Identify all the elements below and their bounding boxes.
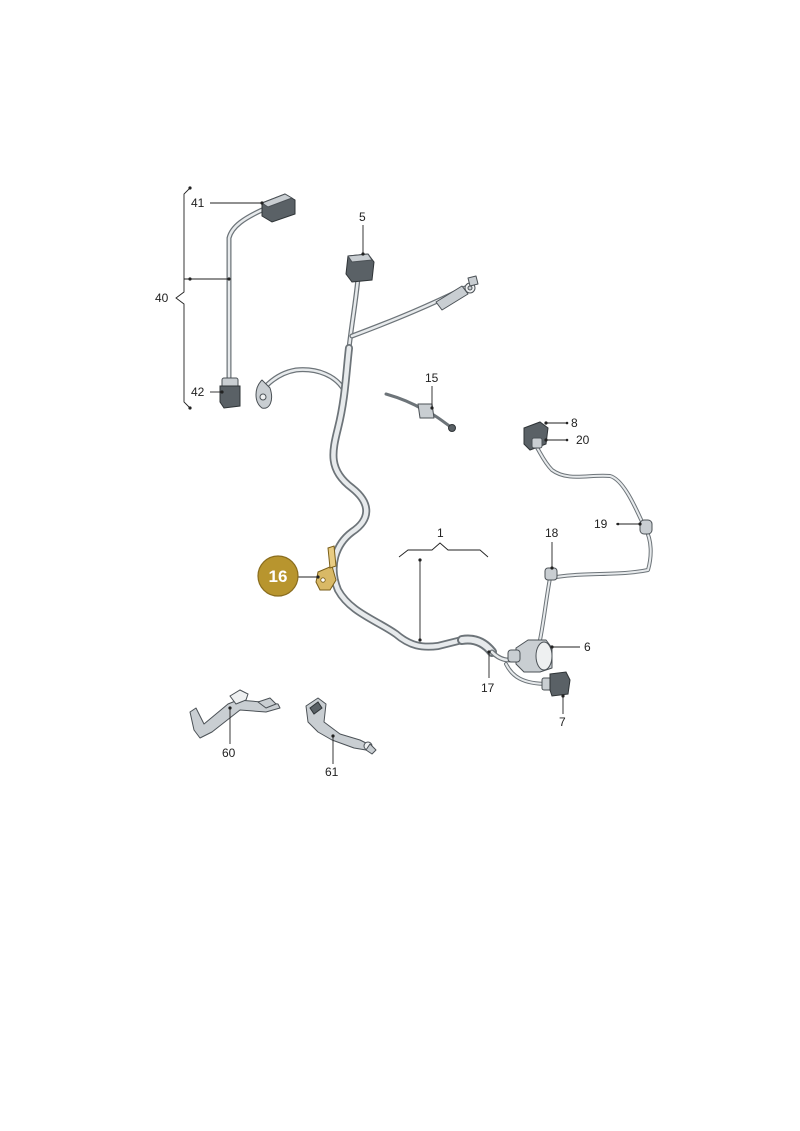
sensor-6[interactable] xyxy=(507,639,553,673)
highlight-badge-16[interactable]: 16 xyxy=(257,555,299,597)
sensor-wire-40[interactable] xyxy=(219,193,296,409)
label-7[interactable]: 7 xyxy=(559,715,566,729)
main-harness-1[interactable] xyxy=(255,253,653,697)
bracket-60[interactable] xyxy=(189,689,281,739)
label-41[interactable]: 41 xyxy=(191,196,205,210)
label-20[interactable]: 20 xyxy=(576,433,590,447)
bracket-16[interactable] xyxy=(315,545,337,591)
ring-terminal[interactable] xyxy=(435,275,479,311)
group-bracket-40 xyxy=(175,186,231,410)
label-15[interactable]: 15 xyxy=(425,371,439,385)
label-16[interactable]: 16 xyxy=(269,567,288,586)
cable-tie-15[interactable] xyxy=(384,392,456,432)
label-19[interactable]: 19 xyxy=(594,517,608,531)
connector-7[interactable] xyxy=(541,671,571,697)
label-1[interactable]: 1 xyxy=(437,526,444,540)
label-6[interactable]: 6 xyxy=(584,640,591,654)
label-60[interactable]: 60 xyxy=(222,746,236,760)
label-40[interactable]: 40 xyxy=(155,291,169,305)
label-61[interactable]: 61 xyxy=(325,765,339,779)
connector-42[interactable] xyxy=(219,377,241,409)
label-42[interactable]: 42 xyxy=(191,385,205,399)
label-17[interactable]: 17 xyxy=(481,681,495,695)
badge-circle xyxy=(257,555,299,597)
clip-18[interactable] xyxy=(544,567,558,581)
label-18[interactable]: 18 xyxy=(545,526,559,540)
callout-labels: 41 40 42 5 15 8 20 19 18 1 6 17 7 60 61 xyxy=(155,196,608,779)
connector-8[interactable] xyxy=(523,421,549,451)
eye-terminal[interactable] xyxy=(255,379,273,409)
connector-5[interactable] xyxy=(345,253,375,283)
connector-41[interactable] xyxy=(261,193,296,223)
label-8[interactable]: 8 xyxy=(571,416,578,430)
grommet-19[interactable] xyxy=(639,519,653,535)
leader-lines xyxy=(210,201,642,764)
label-5[interactable]: 5 xyxy=(359,210,366,224)
bracket-61[interactable] xyxy=(305,697,377,755)
